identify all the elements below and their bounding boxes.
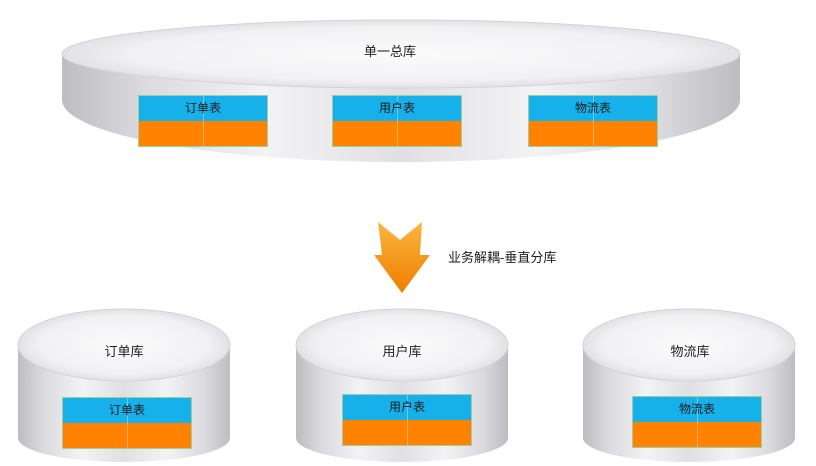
target-table-logistics: 物流表 [632, 396, 762, 448]
source-table-logistics: 物流表 [528, 95, 658, 147]
table-label: 物流表 [678, 402, 715, 416]
target-table-order: 订单表 [62, 397, 192, 449]
arrow-down-icon [374, 222, 430, 293]
transition-label: 业务解耦-垂直分库 [448, 250, 557, 265]
target-db-label-logistics: 物流库 [670, 344, 710, 359]
table-body [139, 121, 267, 146]
table-body [529, 121, 657, 146]
table-label: 订单表 [184, 101, 221, 115]
table-header: 物流表 [529, 96, 657, 121]
table-body [343, 420, 471, 445]
table-header: 用户表 [333, 96, 461, 121]
target-db-label-user: 用户库 [382, 344, 422, 359]
source-db-label: 单一总库 [363, 44, 416, 59]
target-db-label-order: 订单库 [104, 344, 144, 359]
table-header: 物流表 [633, 397, 761, 422]
table-label: 订单表 [108, 403, 145, 417]
table-header: 订单表 [63, 398, 191, 423]
table-body [333, 121, 461, 146]
cylinder-top [582, 308, 796, 382]
source-table-order: 订单表 [138, 95, 268, 147]
cylinder-top [295, 308, 509, 382]
table-body [633, 422, 761, 447]
table-header: 订单表 [139, 96, 267, 121]
target-table-user: 用户表 [342, 394, 472, 446]
source-db-top [61, 19, 741, 89]
table-label: 物流表 [574, 101, 611, 115]
cylinder-top [17, 308, 231, 382]
table-label: 用户表 [388, 400, 425, 414]
table-label: 用户表 [378, 101, 415, 115]
table-body [63, 423, 191, 448]
table-header: 用户表 [343, 395, 471, 420]
source-table-user: 用户表 [332, 95, 462, 147]
